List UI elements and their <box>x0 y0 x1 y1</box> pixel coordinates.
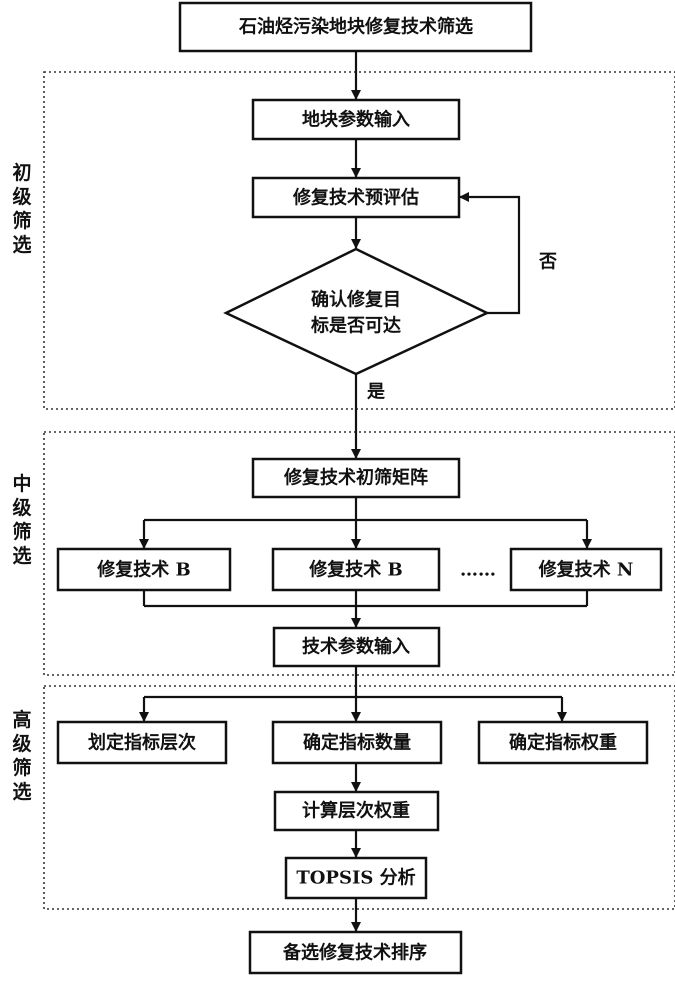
edge-label-yes: 是 <box>366 382 385 403</box>
tech-params-label: 技术参数输入 <box>302 636 410 658</box>
decision-label-line1: 确认修复目 <box>311 289 401 311</box>
stage-primary-label: 初级筛选 <box>12 161 31 256</box>
ranking-box <box>248 930 463 975</box>
pre-eval-label: 修复技术预评估 <box>292 187 419 209</box>
stage-middle-label: 中级筛选 <box>12 472 31 567</box>
matrix-box <box>251 457 461 499</box>
tech-1-box <box>56 547 232 592</box>
calc-weights-box <box>273 790 440 832</box>
define-levels-box <box>56 720 228 765</box>
site-params-label: 地块参数输入 <box>302 109 410 131</box>
arrow-decision-no-loop <box>459 192 521 315</box>
topsis-box <box>284 856 428 900</box>
tech-n-box <box>509 547 663 592</box>
matrix-label: 修复技术初筛矩阵 <box>283 467 428 489</box>
site-params-box <box>251 98 461 141</box>
edge-label-no: 否 <box>538 252 557 273</box>
topsis-label: TOPSIS 分析 <box>296 867 415 889</box>
pre-eval-box <box>251 176 461 219</box>
title-label: 石油烃污染地块修复技术筛选 <box>238 16 473 38</box>
decision-label-line2: 标是否可达 <box>310 315 401 337</box>
calc-weights-label: 计算层次权重 <box>302 800 410 822</box>
ranking-label: 备选修复技术排序 <box>282 942 427 964</box>
define-weights-box <box>477 720 649 765</box>
define-weights-label: 确定指标权重 <box>509 732 617 754</box>
tech-n-label: 修复技术 N <box>538 559 634 581</box>
stage-advanced-label: 高级筛选 <box>12 708 31 803</box>
stage-middle-frame <box>43 431 675 676</box>
decision-diamond <box>223 247 490 376</box>
tech-1-label: 修复技术 B <box>96 559 190 581</box>
stage-primary-frame <box>43 71 675 410</box>
define-count-box <box>271 720 443 765</box>
ellipsis-label: …… <box>460 560 496 581</box>
tech-2-label: 修复技术 B <box>308 559 402 581</box>
tech-2-box <box>271 547 441 592</box>
define-count-label: 确定指标数量 <box>303 732 411 754</box>
define-levels-label: 划定指标层次 <box>88 732 196 754</box>
tech-params-box <box>272 626 441 668</box>
title-box <box>178 1 533 53</box>
stage-advanced-frame <box>43 685 675 910</box>
